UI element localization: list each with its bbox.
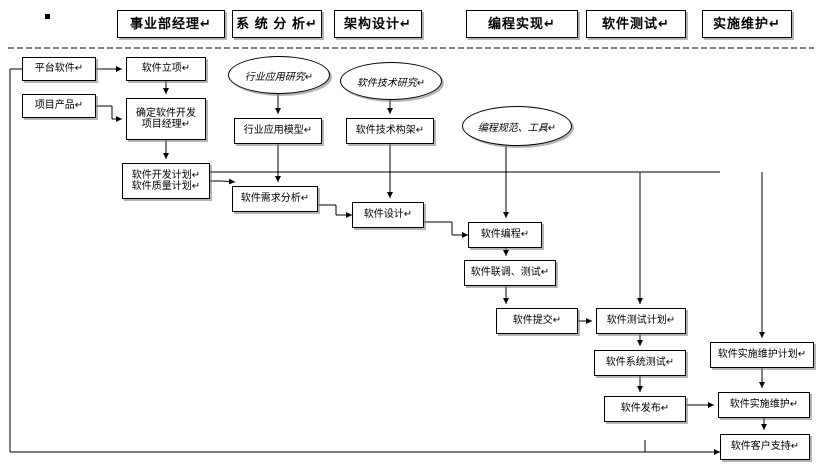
node-implementation-maintenance-plan[interactable]: 软件实施维护计划↵ [710, 342, 814, 368]
node-software-design[interactable]: 软件设计↵ [352, 202, 424, 228]
header-box-system-analysis[interactable]: 系 统 分 析↵ [232, 10, 322, 38]
header-box-programming[interactable]: 编程实现↵ [466, 10, 578, 38]
node-platform-software[interactable]: 平台软件↵ [22, 57, 96, 81]
node-software-submission[interactable]: 软件提交↵ [496, 308, 578, 334]
node-software-technical-architecture[interactable]: 软件技术构架↵ [346, 118, 434, 144]
header-box-architecture-design[interactable]: 架构设计↵ [334, 10, 422, 38]
node-test-plan[interactable]: 软件测试计划↵ [596, 308, 686, 334]
header-box-software-testing[interactable]: 软件测试↵ [586, 10, 686, 38]
node-implementation-maintenance[interactable]: 软件实施维护↵ [718, 392, 810, 418]
header-box-division-manager[interactable]: 事业部经理↵ [117, 10, 225, 38]
ellipse-software-technology-research[interactable]: 软件技术研究↵ [340, 62, 442, 100]
node-development-quality-plan[interactable]: 软件开发计划↵ 软件质量计划↵ [122, 163, 210, 199]
node-project-product[interactable]: 项目产品↵ [22, 94, 96, 118]
node-software-release[interactable]: 软件发布↵ [604, 396, 686, 422]
bullet-dot [45, 14, 50, 19]
node-industry-application-model[interactable]: 行业应用模型↵ [234, 118, 322, 144]
header-box-implementation-maintenance[interactable]: 实施维护↵ [702, 10, 792, 38]
node-system-testing[interactable]: 软件系统测试↵ [594, 350, 686, 376]
node-customer-support[interactable]: 软件客户支持↵ [720, 434, 810, 460]
node-assign-project-manager[interactable]: 确定软件开发 项目经理↵ [126, 98, 206, 140]
node-software-coding[interactable]: 软件编程↵ [468, 222, 542, 248]
ellipse-coding-standards-tools[interactable]: 编程规范、工具↵ [462, 106, 572, 146]
node-software-project-initiation[interactable]: 软件立项↵ [126, 57, 206, 81]
node-requirements-analysis[interactable]: 软件需求分析↵ [232, 186, 318, 212]
ellipse-industry-application-research[interactable]: 行业应用研究↵ [228, 56, 330, 94]
node-integration-testing[interactable]: 软件联调、测试↵ [464, 260, 556, 286]
